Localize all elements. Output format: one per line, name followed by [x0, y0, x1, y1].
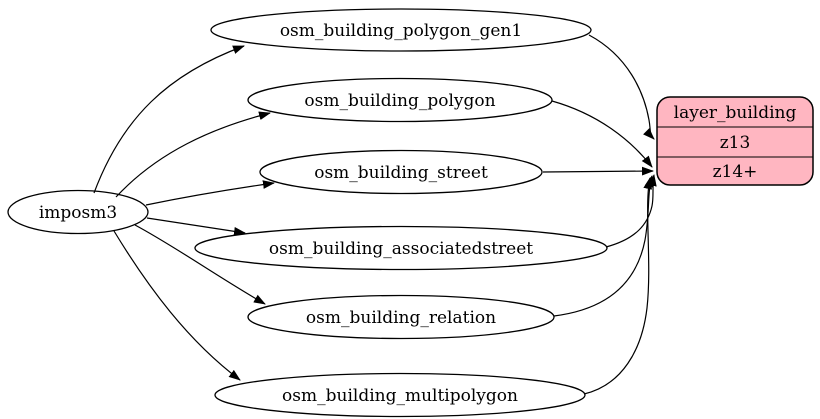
osm-building-associatedstreet-label: osm_building_associatedstreet: [269, 239, 533, 259]
osm-building-multipolygon-ellipse: [214, 372, 586, 418]
osm-building-street-label: osm_building_street: [314, 163, 488, 183]
osm-building-associatedstreet-ellipse: [194, 225, 608, 271]
imposm3-ellipse: [7, 189, 149, 235]
node-osm-building-relation: osm_building_relation: [247, 294, 555, 340]
node-imposm3: imposm3: [7, 189, 149, 235]
node-osm-building-multipolygon: osm_building_multipolygon: [214, 372, 586, 418]
node-osm-building-associatedstreet: osm_building_associatedstreet: [194, 225, 608, 271]
edge-multipolygon-to-z14: [583, 177, 653, 395]
layer-building-rect: [656, 96, 814, 186]
osm-building-polygon-label: osm_building_polygon: [304, 91, 495, 111]
node-osm-building-polygon: osm_building_polygon: [247, 77, 553, 123]
node-layer-building: layer_building z13 z14+: [656, 96, 814, 186]
edge-polygon-gen1-to-z13: [588, 34, 655, 140]
edge-imposm3-to-relation: [134, 224, 266, 305]
edge-imposm3-to-polygon-gen1: [93, 45, 245, 194]
edge-imposm3-to-multipolygon: [113, 230, 241, 381]
layer-building-title: layer_building: [674, 103, 797, 123]
osm-building-polygon-gen1-label: osm_building_polygon_gen1: [280, 21, 522, 41]
edge-relation-to-z14: [553, 175, 654, 317]
osm-building-polygon-gen1-ellipse: [210, 8, 592, 52]
edge-imposm3-to-associatedstreet: [146, 217, 246, 236]
osm-building-relation-ellipse: [247, 294, 555, 340]
edge-street-to-z14: [542, 166, 654, 176]
node-osm-building-street: osm_building_street: [259, 149, 543, 195]
edge-polygon-to-z14: [551, 100, 653, 168]
osm-building-polygon-ellipse: [247, 77, 553, 123]
imposm3-label: imposm3: [39, 203, 117, 223]
layer-building-row-z14: z14+: [713, 162, 758, 182]
osm-building-multipolygon-label: osm_building_multipolygon: [282, 386, 518, 406]
osm-building-relation-label: osm_building_relation: [306, 308, 496, 328]
osm-building-street-ellipse: [259, 149, 543, 195]
node-osm-building-polygon-gen1: osm_building_polygon_gen1: [210, 8, 592, 52]
layer-building-row-z13: z13: [720, 133, 751, 153]
edge-imposm3-to-street: [145, 180, 275, 206]
edge-imposm3-to-polygon: [115, 111, 271, 198]
